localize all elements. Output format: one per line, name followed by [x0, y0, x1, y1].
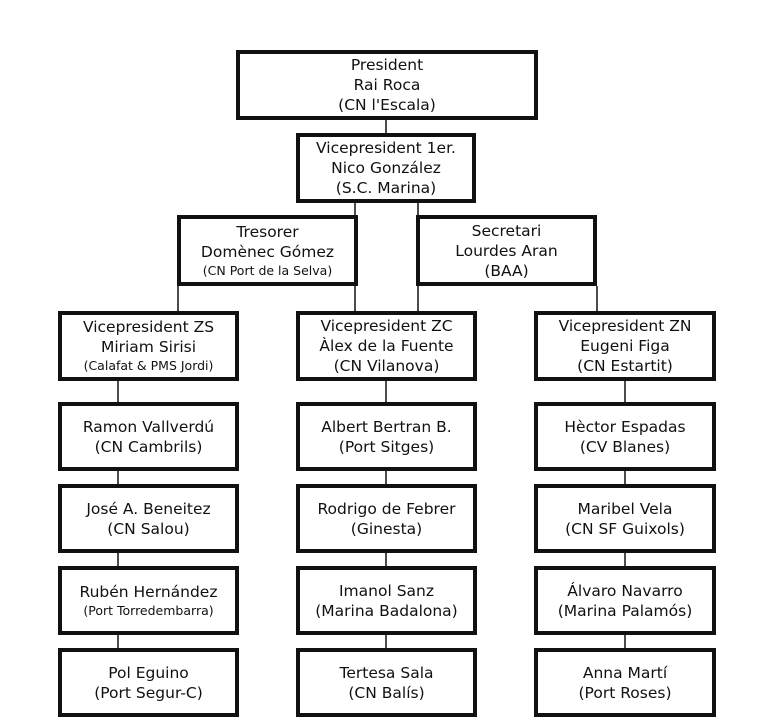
zn-head-name: Eugeni Figa: [580, 337, 670, 355]
vicepresident1-club: (S.C. Marina): [335, 179, 437, 197]
zn-member-name: Maribel Vela: [577, 499, 673, 518]
zn-head-box: Vicepresident ZN Eugeni Figa (CN Estarti…: [534, 311, 716, 381]
zn-member-box: Maribel Vela (CN SF Guixols): [534, 484, 716, 553]
zc-member-box: Tertesa Sala (CN Balís): [296, 648, 477, 717]
zc-member-name: Tertesa Sala: [339, 663, 434, 682]
zc-member-box: Rodrigo de Febrer (Ginesta): [296, 484, 477, 553]
zc-member-name: Albert Bertran B.: [321, 417, 452, 436]
zc-member-name: Rodrigo de Febrer: [317, 499, 456, 518]
president-box: President Rai Roca (CN l'Escala): [236, 50, 538, 120]
zc-head-name: Àlex de la Fuente: [319, 337, 454, 355]
zs-member-club: (CN Salou): [107, 519, 190, 538]
vicepresident1-role: Vicepresident 1er.: [316, 139, 456, 157]
zc-head-club: (CN Vilanova): [333, 357, 440, 375]
tresorer-role: Tresorer: [236, 222, 299, 241]
secretari-name: Lourdes Aran: [455, 241, 558, 260]
zs-head-club: (Calafat & PMS Jordi): [83, 358, 214, 373]
president-name: Rai Roca: [353, 76, 421, 94]
zn-member-club: (Port Roses): [578, 683, 672, 702]
zs-member-box: Pol Eguino (Port Segur-C): [58, 648, 239, 717]
secretari-club: (BAA): [484, 261, 529, 280]
tresorer-name: Domènec Gómez: [200, 242, 335, 261]
zc-member-club: (CN Balís): [348, 683, 425, 702]
zc-member-box: Albert Bertran B. (Port Sitges): [296, 402, 477, 471]
president-club: (CN l'Escala): [338, 96, 436, 114]
zs-head-role: Vicepresident ZS: [82, 318, 215, 336]
tresorer-club: (CN Port de la Selva): [202, 262, 333, 278]
zn-member-name: Anna Martí: [582, 663, 668, 682]
zn-member-club: (Marina Palamós): [557, 601, 693, 620]
zc-member-club: (Marina Badalona): [315, 601, 458, 620]
vicepresident1-name: Nico González: [331, 159, 441, 177]
zs-head-box: Vicepresident ZS Miriam Sirisi (Calafat …: [58, 311, 239, 381]
secretari-role: Secretari: [471, 221, 542, 240]
zn-member-name: Álvaro Navarro: [567, 581, 683, 600]
zn-member-box: Hèctor Espadas (CV Blanes): [534, 402, 716, 471]
zc-member-box: Imanol Sanz (Marina Badalona): [296, 566, 477, 635]
zs-member-box: Rubén Hernández (Port Torredembarra): [58, 566, 239, 635]
zs-head-name: Miriam Sirisi: [100, 338, 197, 356]
zs-member-club: (Port Segur-C): [94, 683, 203, 702]
zc-member-club: (Ginesta): [350, 519, 423, 538]
zs-member-name: Ramon Vallverdú: [82, 417, 215, 436]
president-role: President: [350, 56, 424, 74]
zs-member-name: Pol Eguino: [108, 663, 189, 682]
tresorer-box: Tresorer Domènec Gómez (CN Port de la Se…: [177, 215, 358, 286]
zn-head-club: (CN Estartit): [577, 357, 673, 375]
zs-member-box: José A. Beneitez (CN Salou): [58, 484, 239, 553]
zn-member-club: (CN SF Guixols): [565, 519, 685, 538]
zn-head-role: Vicepresident ZN: [558, 317, 692, 335]
zn-member-box: Álvaro Navarro (Marina Palamós): [534, 566, 716, 635]
zs-member-club: (Port Torredembarra): [83, 602, 214, 618]
vicepresident1-box: Vicepresident 1er. Nico González (S.C. M…: [296, 133, 476, 203]
zs-member-name: Rubén Hernández: [79, 582, 218, 601]
zn-member-box: Anna Martí (Port Roses): [534, 648, 716, 717]
zs-member-name: José A. Beneitez: [86, 499, 211, 518]
zs-member-club: (CN Cambrils): [94, 437, 203, 456]
zn-member-club: (CV Blanes): [579, 437, 671, 456]
secretari-box: Secretari Lourdes Aran (BAA): [416, 215, 597, 286]
zc-head-role: Vicepresident ZC: [320, 317, 453, 335]
zn-member-name: Hèctor Espadas: [564, 417, 686, 436]
zc-member-club: (Port Sitges): [338, 437, 435, 456]
zc-member-name: Imanol Sanz: [338, 581, 434, 600]
zs-member-box: Ramon Vallverdú (CN Cambrils): [58, 402, 239, 471]
zc-head-box: Vicepresident ZC Àlex de la Fuente (CN V…: [296, 311, 477, 381]
